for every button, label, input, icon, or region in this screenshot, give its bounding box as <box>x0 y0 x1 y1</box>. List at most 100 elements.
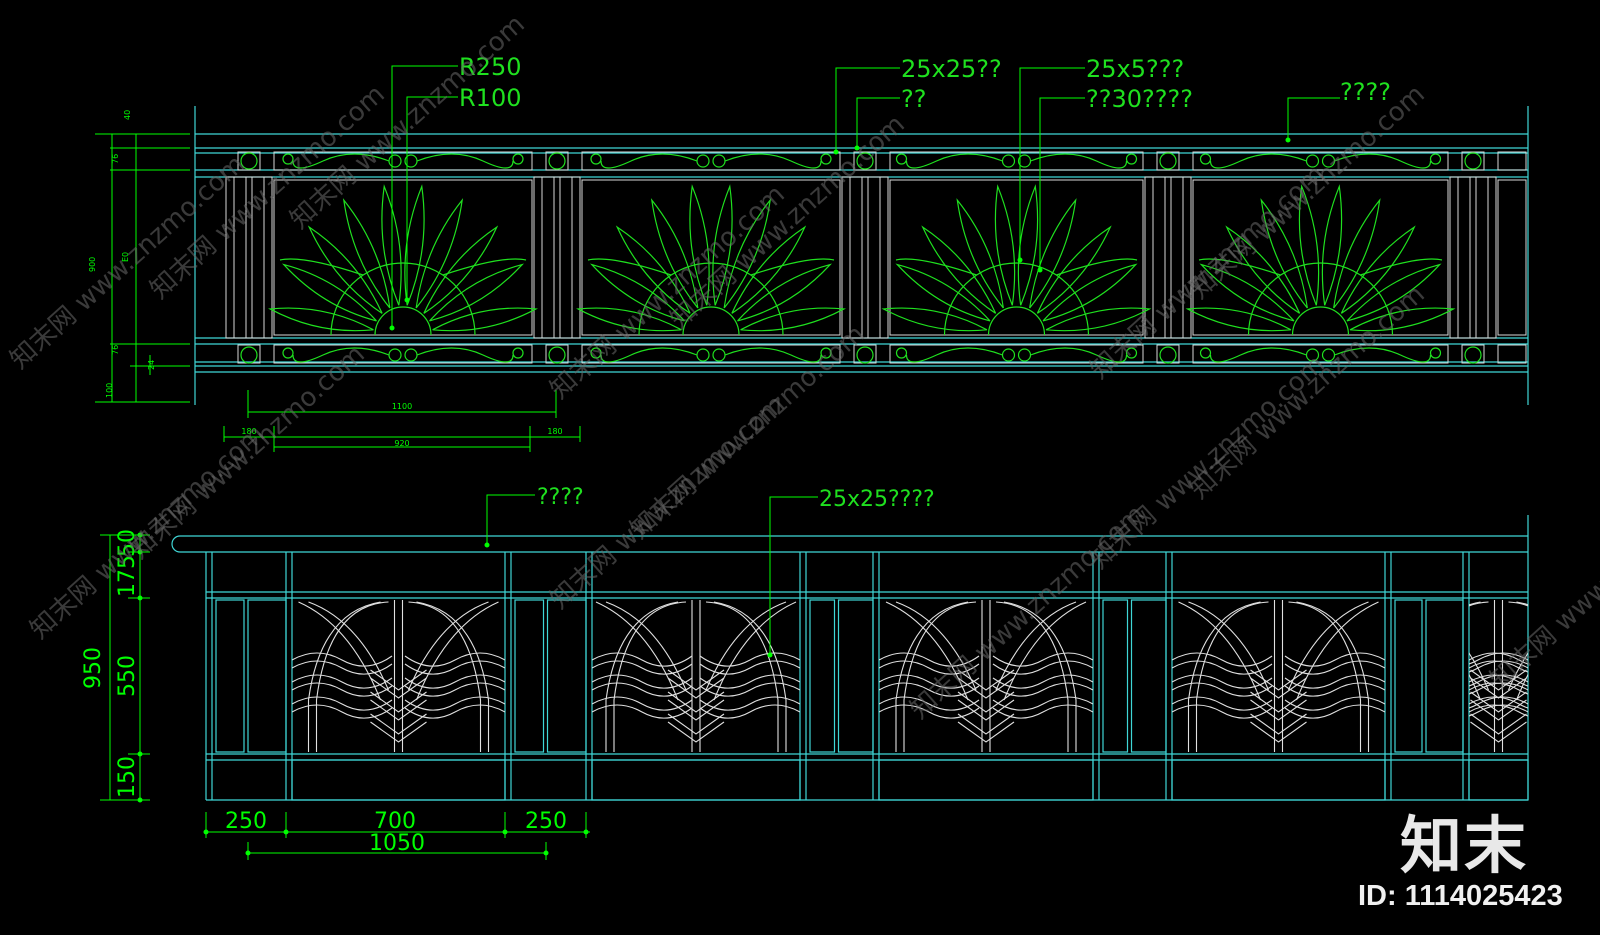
callout-30: ??30???? <box>1086 85 1193 113</box>
bottom-wave <box>1284 660 1385 675</box>
bottom-arc <box>995 601 1069 752</box>
bottom-wave <box>1172 674 1273 689</box>
bottom-arc <box>713 601 797 701</box>
dim-920: 920 <box>394 439 409 448</box>
bottom-arc <box>1187 601 1261 752</box>
top-scroll-wave <box>416 153 514 169</box>
dim-1100: 1100 <box>392 402 412 411</box>
top-sun-petal <box>381 184 402 306</box>
top-scroll-end <box>1125 153 1138 165</box>
bottom-wave <box>992 660 1093 675</box>
callout-tube-25x25-b: 25x25???? <box>819 487 935 512</box>
bottom-post-inner <box>247 599 287 753</box>
top-post-bar <box>1152 176 1166 339</box>
top-sun-petal <box>1029 198 1077 309</box>
bottom-wave <box>992 682 1093 697</box>
top-panel <box>1192 179 1449 336</box>
bottom-arc <box>1195 601 1269 752</box>
bottom-chevron <box>1470 677 1527 699</box>
top-sun-petal <box>281 263 377 322</box>
bottom-base-cell <box>1171 759 1386 801</box>
bottom-wave <box>1172 696 1273 711</box>
dim-50: 50 <box>115 529 140 557</box>
dim-150: 150 <box>115 756 140 798</box>
top-sun-petal <box>1340 225 1416 314</box>
top-scroll-wave <box>416 347 514 363</box>
callout-handrail: ???? <box>537 485 584 510</box>
top-sun-petal <box>415 198 464 309</box>
top-ring <box>856 346 874 364</box>
top-sun-petal <box>1017 184 1039 306</box>
top-scroll-wave <box>905 153 1003 169</box>
top-sun-petal <box>404 184 425 306</box>
top-sun-arc <box>1247 262 1394 336</box>
top-frame <box>225 151 1527 364</box>
bottom-arc <box>1296 601 1370 752</box>
bottom-wave <box>1172 660 1273 675</box>
top-scroll-wave <box>724 347 822 363</box>
top-sun-petal <box>1346 263 1442 322</box>
bottom-wave <box>292 696 393 711</box>
bottom-arc <box>1003 601 1077 752</box>
top-sun-petal <box>895 263 991 322</box>
top-band <box>273 344 533 364</box>
top-post-bar <box>867 176 881 339</box>
bottom-wave <box>592 682 693 697</box>
top-band <box>581 344 841 364</box>
top-band <box>581 151 841 171</box>
top-side-leaf <box>1056 258 1138 276</box>
top-sun-core <box>987 306 1046 336</box>
top-panel <box>581 179 841 336</box>
bottom-wave <box>992 652 1093 667</box>
bottom-wave <box>992 674 1093 689</box>
bottom-chevron <box>1250 713 1307 735</box>
top-scroll-end <box>820 347 832 359</box>
bottom-chevron <box>667 713 725 735</box>
bottom-arc <box>407 601 489 691</box>
top-sun-petal <box>712 184 733 306</box>
top-sun-petal <box>307 225 383 314</box>
bottom-arc <box>307 601 381 752</box>
top-panel <box>273 179 533 336</box>
bottom-wave <box>592 704 693 719</box>
top-sun-petal <box>268 307 374 332</box>
bottom-wave <box>1284 704 1385 719</box>
top-sun-petal <box>1321 184 1343 306</box>
bottom-chevron <box>1470 669 1527 691</box>
bottom-callout-labels: ???? 25x25???? <box>537 485 935 512</box>
bottom-wave <box>592 674 693 689</box>
top-side-leaf <box>750 258 835 276</box>
dim-175: 175 <box>115 555 140 597</box>
top-ring <box>548 152 566 170</box>
bottom-arc <box>713 601 787 752</box>
bottom-post-inner <box>1425 599 1464 753</box>
bottom-chevron <box>1470 699 1527 721</box>
bottom-chevron <box>1470 721 1527 743</box>
top-callouts <box>389 65 1340 331</box>
top-scroll-wave <box>1030 153 1128 169</box>
bottom-wave <box>592 660 693 675</box>
bottom-arc <box>416 601 490 752</box>
bottom-wave <box>592 652 693 667</box>
bottom-arc <box>415 601 499 701</box>
bottom-wave <box>1469 674 1528 687</box>
top-scroll-wave <box>1209 153 1307 169</box>
top-vertical-dim-labels: 900 40 76 E0 76 24 100 <box>88 110 156 398</box>
top-scroll-wave <box>905 347 1003 363</box>
dim-40: 40 <box>123 110 132 120</box>
bottom-post-inner <box>1102 599 1129 753</box>
bottom-arc <box>1469 652 1490 691</box>
bottom-chevron <box>667 669 725 691</box>
bottom-arc <box>1003 601 1087 701</box>
top-horizontal-dim-labels: 1100 180 920 180 <box>241 402 562 448</box>
bottom-base-cell <box>291 759 506 801</box>
bottom-ornaments <box>292 600 1528 752</box>
bottom-arc <box>895 601 977 691</box>
dim-250-right: 250 <box>525 809 567 834</box>
top-sun-petal <box>576 307 682 332</box>
top-scroll-end <box>820 153 832 165</box>
top-band <box>1192 151 1449 171</box>
top-scroll-end <box>895 347 908 359</box>
top-ring-box <box>237 151 261 171</box>
